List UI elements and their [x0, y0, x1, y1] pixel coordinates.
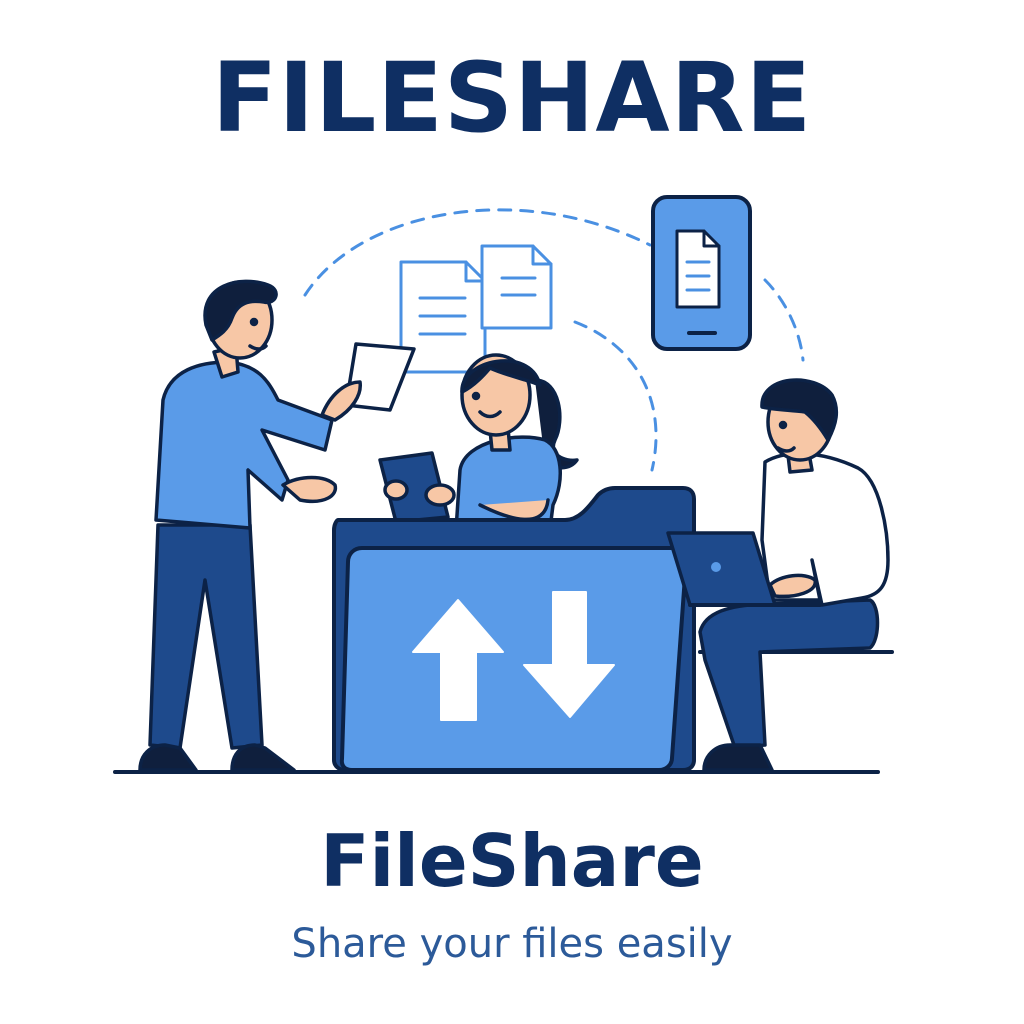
connection-arc-middle — [573, 320, 658, 472]
document-icon-back — [480, 244, 553, 330]
upload-arrow-icon — [412, 599, 504, 721]
banner-title: FILESHARE — [211, 42, 813, 154]
connection-arc-left — [303, 208, 652, 297]
folder-icon — [332, 486, 696, 772]
connection-arc-right — [763, 278, 805, 362]
phone-icon — [651, 195, 752, 351]
man-with-laptop — [666, 378, 894, 772]
download-arrow-icon — [523, 591, 615, 718]
brand-name: FileShare — [320, 819, 704, 903]
man-standing-with-paper — [138, 279, 416, 772]
connection-arcs — [303, 208, 805, 472]
woman-with-tablet — [378, 353, 579, 547]
document-icon — [399, 260, 487, 374]
tagline: Share your files easily — [291, 921, 733, 967]
